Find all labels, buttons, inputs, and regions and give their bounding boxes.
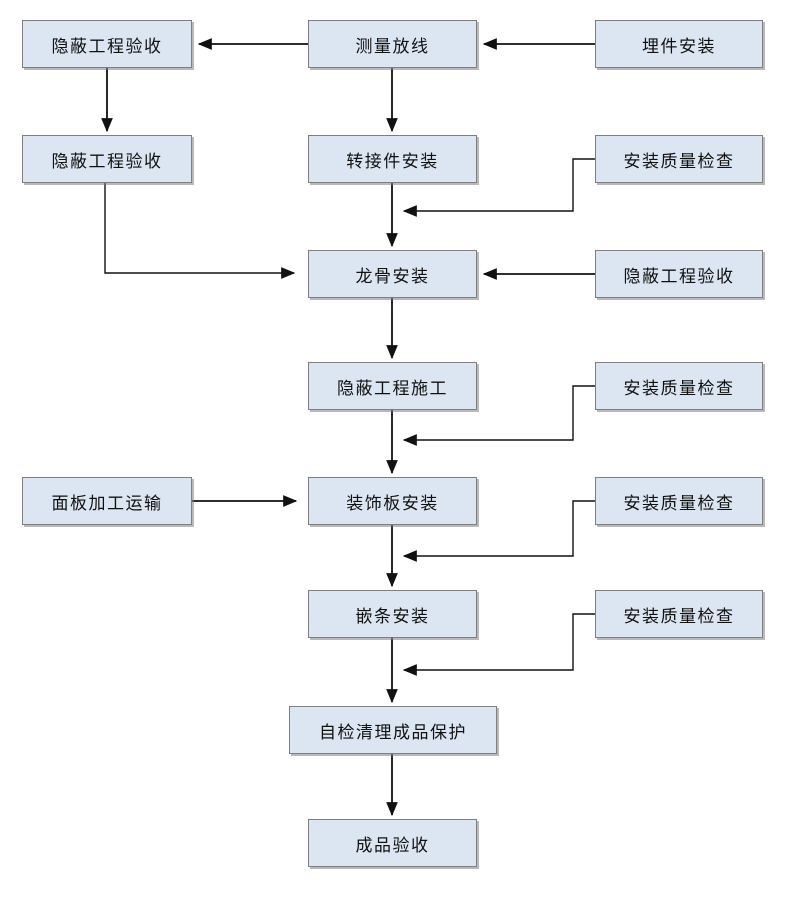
node-label: 测量放线: [355, 36, 430, 57]
node-label: 转接件安装: [346, 151, 439, 172]
node-label: 安装质量检查: [623, 606, 735, 627]
node-survey-layout: 测量放线: [308, 20, 477, 68]
node-label: 隐蔽工程验收: [51, 36, 163, 57]
node-strip-install: 嵌条安装: [308, 590, 477, 638]
node-label: 装饰板安装: [346, 493, 439, 514]
node-label: 安装质量检查: [623, 378, 735, 399]
node-label: 嵌条安装: [355, 606, 430, 627]
node-label: 成品验收: [355, 835, 430, 856]
node-concealed-construction: 隐蔽工程施工: [308, 362, 477, 410]
node-label: 隐蔽工程验收: [623, 266, 735, 287]
node-label: 自检清理成品保护: [319, 722, 467, 743]
node-decorative-panel-install: 装饰板安装: [308, 477, 477, 525]
node-label: 埋件安装: [642, 36, 716, 57]
node-finished-acceptance: 成品验收: [308, 819, 477, 867]
node-label: 安装质量检查: [623, 151, 735, 172]
node-quality-check-4: 安装质量检查: [595, 590, 763, 638]
node-embedded-parts-install: 埋件安装: [595, 20, 763, 68]
node-self-check-cleanup-protection: 自检清理成品保护: [289, 706, 497, 754]
node-label: 龙骨安装: [355, 266, 430, 287]
node-label: 安装质量检查: [623, 493, 735, 514]
edge-concealed-acceptance-2-to-keel: [104, 183, 296, 279]
node-label: 面板加工运输: [51, 493, 163, 514]
node-label: 隐蔽工程验收: [51, 151, 163, 172]
node-keel-install: 龙骨安装: [308, 250, 477, 298]
node-quality-check-2: 安装质量检查: [595, 362, 763, 410]
node-concealed-acceptance-3: 隐蔽工程验收: [595, 250, 763, 298]
node-quality-check-3: 安装质量检查: [595, 477, 763, 525]
node-concealed-acceptance-2: 隐蔽工程验收: [22, 135, 192, 183]
node-concealed-acceptance-1: 隐蔽工程验收: [22, 20, 192, 68]
node-panel-processing-transport: 面板加工运输: [22, 477, 192, 525]
node-label: 隐蔽工程施工: [337, 378, 448, 399]
node-quality-check-1: 安装质量检查: [595, 135, 763, 183]
node-adapter-install: 转接件安装: [308, 135, 477, 183]
